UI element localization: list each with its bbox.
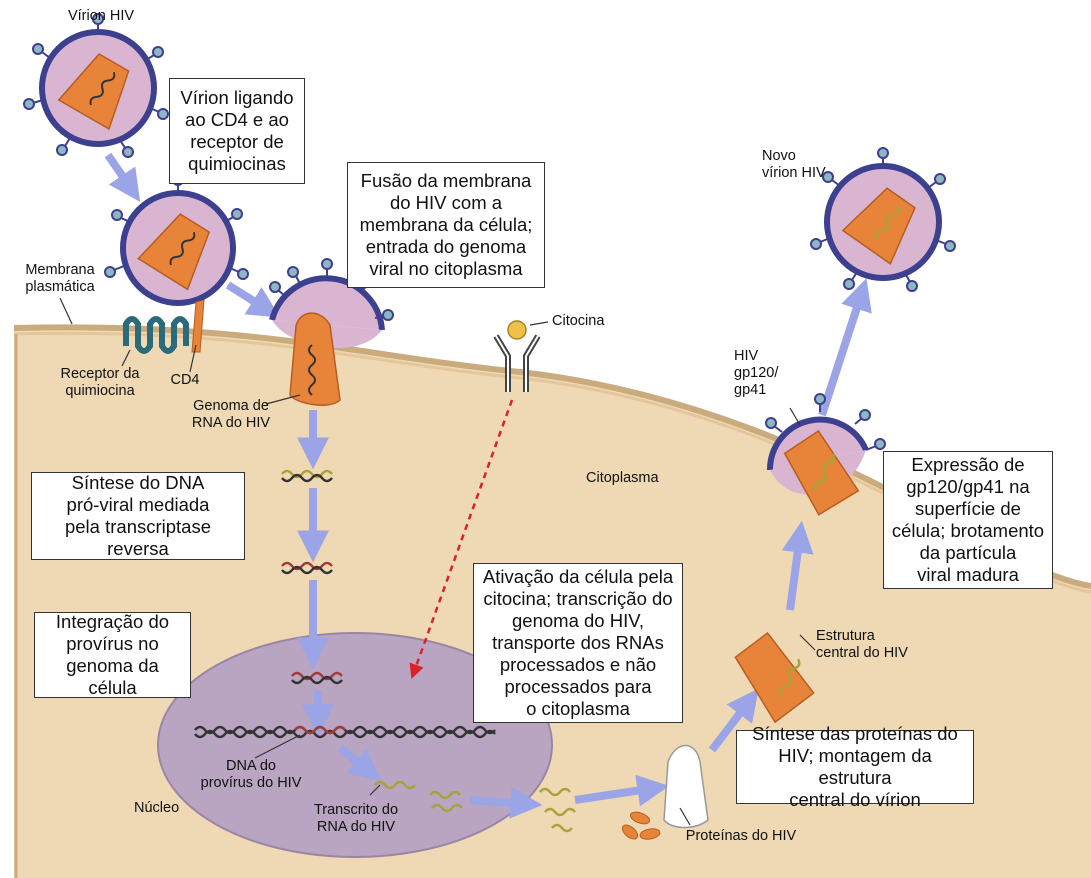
- cytokine: [493, 320, 541, 392]
- virion-budding: [765, 393, 886, 516]
- protein-fragments: [621, 811, 661, 840]
- hiv-core-structure: [734, 631, 815, 724]
- virion-top: [23, 13, 169, 158]
- box-ativacao: Ativação da célula pela citocina; transc…: [473, 563, 683, 723]
- dna-strand-1: [281, 561, 333, 575]
- nucleus: [157, 632, 553, 858]
- virion-binding: [104, 174, 249, 306]
- label-virion-hiv: Vírion HIV: [67, 8, 135, 24]
- label-estrutura-central: Estrutura central do HIV: [816, 628, 908, 661]
- label-hiv-gp120-gp41: HIV gp120/ gp41: [734, 348, 779, 398]
- cd4-receptor: [191, 299, 205, 353]
- virion-new: [810, 147, 956, 292]
- box-integracao: Integração do provírus no genoma da célu…: [34, 611, 191, 698]
- label-citocina: Citocina: [552, 313, 605, 329]
- rna-transcripts: [374, 780, 576, 833]
- rna-strand-1: [281, 469, 333, 483]
- host-genome-dna: [194, 725, 496, 739]
- label-proteinas-hiv: Proteínas do HIV: [685, 828, 797, 844]
- leader-lines: [59, 297, 816, 826]
- label-nucleo: Núcleo: [134, 800, 180, 816]
- box-expressao: Expressão de gp120/gp41 na superfície de…: [883, 451, 1053, 589]
- flow-arrows: [104, 152, 872, 819]
- box-fusao-membrana: Fusão da membrana do HIV com a membrana …: [347, 162, 545, 288]
- label-receptor-quimiocina: Receptor da quimiocina: [60, 366, 140, 399]
- box-sintese-dna: Síntese do DNA pró-viral mediada pela tr…: [31, 472, 245, 560]
- label-transcrito-rna: Transcrito do RNA do HIV: [313, 802, 399, 835]
- virion-fusing: [269, 258, 394, 406]
- label-novo-virion: Novo vírion HIV: [762, 148, 826, 181]
- label-membrana-plasmatica: Membrana plasmática: [25, 262, 95, 295]
- box-sintese-proteinas: Síntese das proteínas do HIV; montagem d…: [736, 723, 974, 810]
- box-virion-ligando: Vírion ligando ao CD4 e ao receptor de q…: [169, 78, 305, 184]
- label-genoma-rna: Genoma de RNA do HIV: [191, 398, 271, 431]
- label-cd4: CD4: [170, 372, 200, 388]
- dna-strand-2: [291, 671, 343, 685]
- cytokine-signal-arrow: [409, 399, 514, 680]
- chemokine-receptor: [123, 316, 189, 354]
- ribosome-vesicle: [663, 744, 709, 829]
- label-citoplasma: Citoplasma: [586, 470, 659, 486]
- label-dna-provirus: DNA do provírus do HIV: [200, 758, 302, 791]
